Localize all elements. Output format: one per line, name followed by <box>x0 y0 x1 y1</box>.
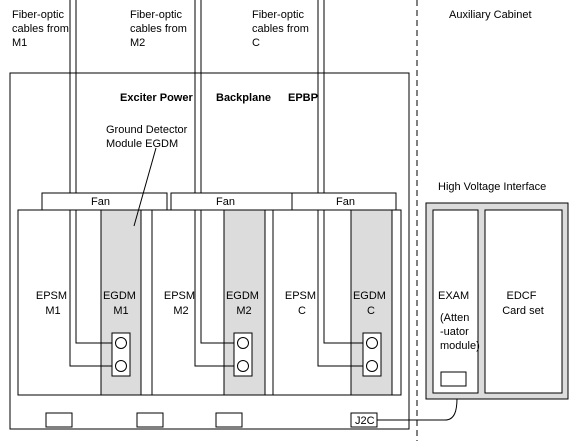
cable-label-c: Fiber-optic cables from C <box>252 9 312 49</box>
fan-1-label: Fan <box>91 196 110 208</box>
module-frame <box>17 209 402 396</box>
fan-1 <box>41 192 168 211</box>
fiber-cables-m2 <box>194 0 236 367</box>
ground-detector-label: Ground Detector Module EGDM <box>106 124 190 150</box>
bottom-box-1 <box>45 412 73 428</box>
egdm-c-label: EGDM C <box>353 290 389 317</box>
exam-label: EXAM (Atten -uator module) <box>438 290 480 352</box>
bottom-box-3 <box>215 412 243 428</box>
cable-label-m1: Fiber-optic cables from M1 <box>12 9 72 49</box>
epsm-m2-label: EPSM M2 <box>164 290 198 317</box>
backplane-label-part3: EPBP <box>288 92 318 104</box>
connector-c <box>362 332 382 377</box>
connector-m1 <box>111 332 131 377</box>
auxiliary-cabinet-label: Auxiliary Cabinet <box>449 9 532 21</box>
egdm-m2-label: EGDM M2 <box>226 290 262 317</box>
fan-2-label: Fan <box>216 196 235 208</box>
connector-m2 <box>233 332 253 377</box>
ground-detector-pointer <box>133 147 157 227</box>
exam-card <box>432 209 479 394</box>
main-cabinet <box>9 72 410 430</box>
fiber-cables-c <box>317 0 365 367</box>
epsm-m1-label: EPSM M1 <box>36 290 70 317</box>
edcf-card <box>484 209 563 394</box>
backplane-label-part2: Backplane <box>216 92 271 104</box>
edcf-label: EDCF Card set <box>502 290 544 317</box>
fan-3 <box>291 192 397 211</box>
egdm-m1-label: EGDM M1 <box>103 290 139 317</box>
backplane-label-part1: Exciter Power <box>120 92 193 104</box>
fan-3-label: Fan <box>336 196 355 208</box>
epsm-c-label: EPSM C <box>285 290 319 317</box>
j2c-label: J2C <box>355 415 375 427</box>
cable-label-m2: Fiber-optic cables from M2 <box>130 9 190 49</box>
hv-interface-title: High Voltage Interface <box>438 181 546 193</box>
fiber-cables-m1 <box>69 0 112 367</box>
bottom-box-2 <box>136 412 164 428</box>
exam-connector <box>440 371 467 387</box>
